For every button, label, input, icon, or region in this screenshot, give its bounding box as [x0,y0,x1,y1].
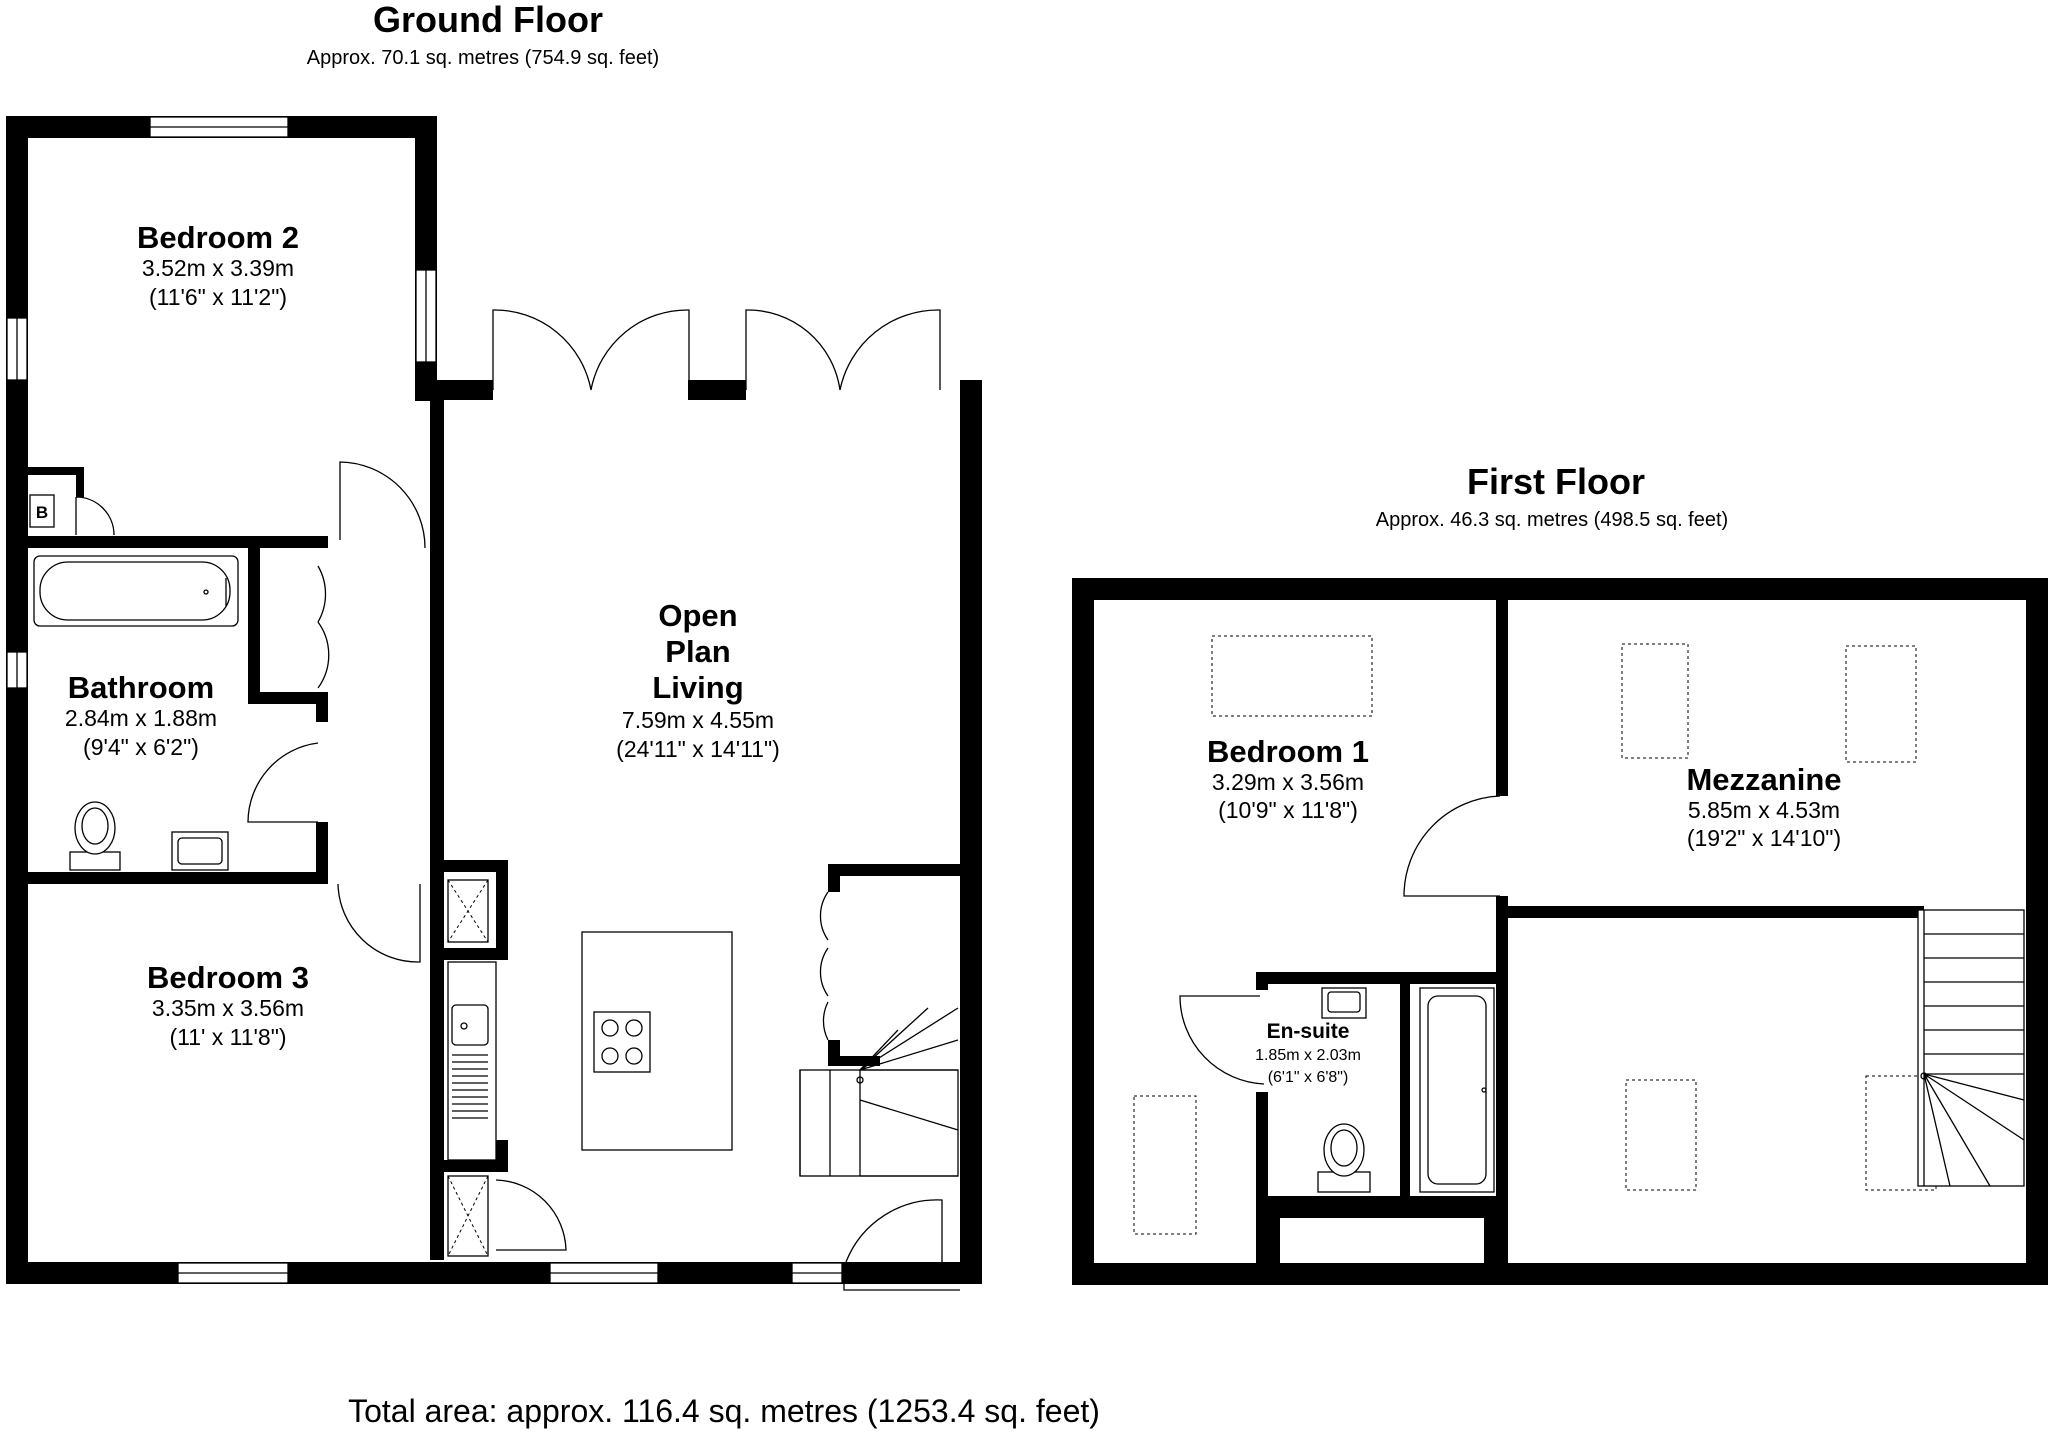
total-area: Total area: approx. 116.4 sq. metres (12… [348,1393,1100,1429]
room-bedroom3: Bedroom 3 3.35m x 3.56m (11' x 11'8") [147,960,309,1050]
bedroom1-metric: 3.29m x 3.56m [1212,769,1364,795]
ground-floor-fixtures: B [29,494,959,1257]
velux-bedroom1-lower [1133,1095,1197,1235]
living-name-line1: Open [658,598,737,633]
bedroom1-imperial: (10'9" x 11'8") [1218,797,1358,823]
velux-landing-1 [1625,1079,1697,1191]
room-ensuite: En-suite 1.85m x 2.03m (6'1" x 6'8") [1255,1020,1361,1086]
door-stair-cupboard [819,891,829,1041]
first-floor-walls [1072,578,2048,1285]
bedroom1-name: Bedroom 1 [1207,734,1369,769]
bathroom-metric: 2.84m x 1.88m [65,705,217,731]
bedroom2-imperial: (11'6" x 11'2") [149,284,287,310]
french-door-right [745,309,941,391]
ground-floor-area: Approx. 70.1 sq. metres (754.9 sq. feet) [307,47,659,69]
room-bedroom2: Bedroom 2 3.52m x 3.39m (11'6" x 11'2") [137,220,299,310]
hob [593,1011,651,1073]
boiler [29,494,55,528]
ground-floor-title: Ground Floor [373,0,603,40]
ground-floor-doors [75,309,960,1291]
door-ensuite [1179,995,1265,1085]
bedroom3-name: Bedroom 3 [147,960,309,995]
living-name-line3: Living [652,670,743,705]
room-mezzanine: Mezzanine 5.85m x 4.53m (19'2" x 14'10") [1686,762,1841,851]
mezzanine-imperial: (19'2" x 14'10") [1687,825,1841,851]
mezzanine-metric: 5.85m x 4.53m [1688,797,1840,823]
room-bathroom: Bathroom 2.84m x 1.88m (9'4" x 6'2") [65,670,217,760]
shower [1419,987,1495,1193]
door-front [843,1199,960,1291]
door-bedroom1 [1403,795,1501,897]
mezzanine-name: Mezzanine [1686,762,1841,797]
bedroom3-imperial: (11' x 11'8") [169,1024,286,1050]
door-bedroom2 [339,461,426,549]
door-boiler [75,496,115,536]
first-floor-title: First Floor [1467,461,1645,502]
ground-floor-header: Ground Floor Approx. 70.1 sq. metres (75… [307,0,659,69]
door-cupboard [317,565,330,689]
first-floor-header: First Floor Approx. 46.3 sq. metres (498… [1376,461,1728,531]
first-floor-fixtures [1133,635,2025,1235]
french-door-left [492,309,690,391]
bedroom3-metric: 3.35m x 3.56m [152,995,304,1021]
living-name-line2: Plan [665,634,730,669]
bathroom-name: Bathroom [68,670,214,705]
living-imperial: (24'11" x 14'11") [616,736,780,762]
first-floor-area: Approx. 46.3 sq. metres (498.5 sq. feet) [1376,509,1728,531]
staircase-first [1917,909,2025,1187]
first-floor-doors [1179,795,1501,1085]
room-living: Open Plan Living 7.59m x 4.55m (24'11" x… [616,598,780,762]
velux-bedroom1 [1211,635,1373,717]
bedroom2-metric: 3.52m x 3.39m [142,255,294,281]
kitchen-counter [447,961,497,1161]
kitchen-island [581,931,733,1151]
ground-floor-windows [6,116,843,1284]
ensuite-imperial: (6'1" x 6'8") [1268,1069,1349,1086]
ensuite-metric: 1.85m x 2.03m [1255,1047,1361,1064]
ensuite-name: En-suite [1267,1020,1350,1043]
living-metric: 7.59m x 4.55m [622,707,774,733]
bedroom2-name: Bedroom 2 [137,220,299,255]
bath [33,555,239,627]
toilet-bathroom [69,851,121,871]
boiler-label: B [36,503,48,522]
staircase-ground [799,1007,959,1177]
velux-mezz-1 [1621,643,1689,759]
door-bedroom3 [337,883,421,963]
door-bathroom [247,742,319,823]
kitchen-sink [451,1004,489,1046]
ground-floor-room-labels: Bedroom 2 3.52m x 3.39m (11'6" x 11'2") … [65,220,780,1050]
door-utility [495,1179,567,1251]
first-floor-room-labels: Bedroom 1 3.29m x 3.56m (10'9" x 11'8") … [1207,734,1841,1086]
room-bedroom1: Bedroom 1 3.29m x 3.56m (10'9" x 11'8") [1207,734,1369,823]
velux-mezz-2 [1845,645,1917,763]
bathroom-imperial: (9'4" x 6'2") [83,734,199,760]
